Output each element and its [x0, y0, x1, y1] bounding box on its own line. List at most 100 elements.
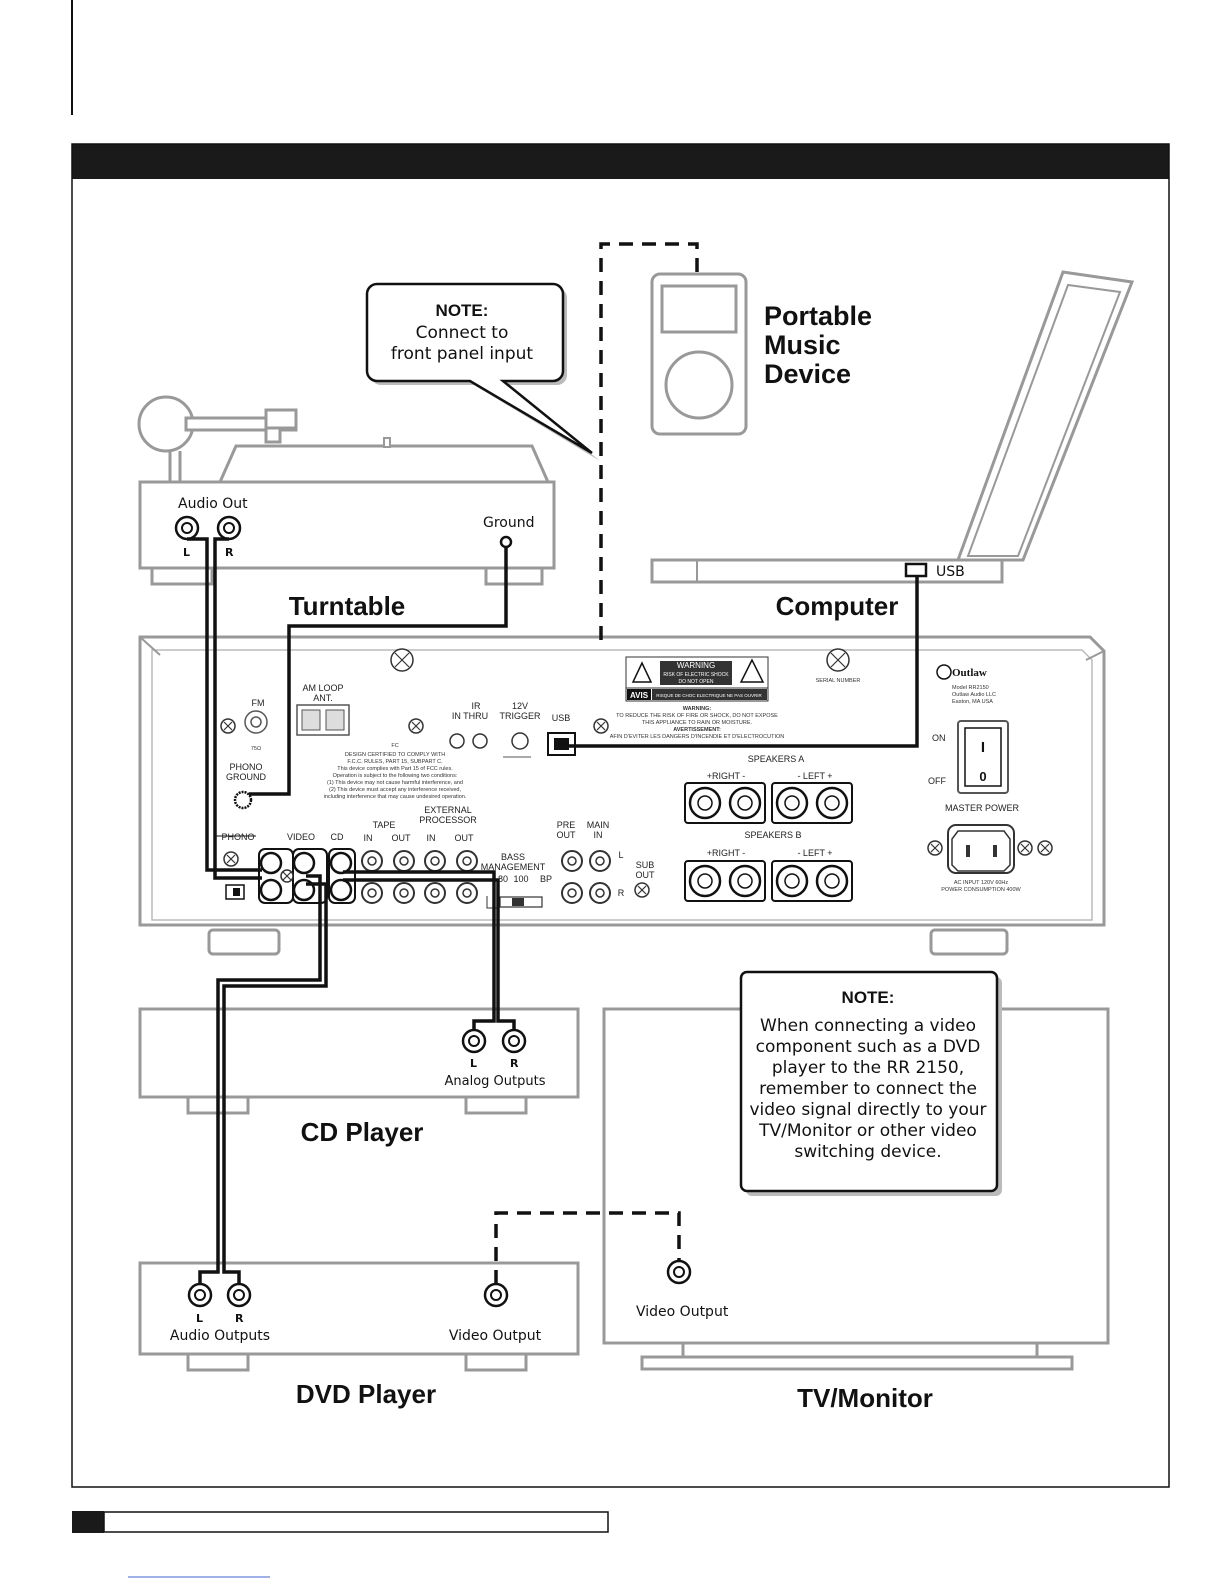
warning-2-title: WARNING: [683, 706, 712, 712]
fm-ohm-label: 75Ω [251, 746, 261, 752]
fcc-line-1: DESIGN CERTIFIED TO COMPLY WITH [345, 752, 445, 758]
note-bottom-line-5: video signal directly to your [749, 1100, 986, 1120]
usb-port-label: USB [552, 713, 571, 723]
main-in-label-1: MAIN [587, 820, 610, 830]
model-line-2: Outlaw Audio LLC [952, 692, 996, 698]
pre-out-label-2: OUT [557, 830, 577, 840]
note-callout-video [739, 970, 1002, 1196]
note-bottom-line-1: When connecting a video [760, 1016, 976, 1036]
footer-block [72, 1511, 104, 1533]
note-callout-front-panel [365, 282, 600, 461]
diagram-frame [71, 143, 1170, 1488]
note-bottom-line-6: TV/Monitor or other video [758, 1121, 977, 1141]
avertissement-line: AFIN D'EVITER LES DANGERS D'INCENDIE ET … [610, 734, 785, 740]
speakers-a-left-label: - LEFT + [797, 771, 832, 781]
warning-line-2: THIS APPLIANCE TO RAIN OR MOISTURE. [642, 720, 753, 726]
power-off-label: OFF [928, 776, 946, 786]
avis-text: RISQUE DE CHOC ELECTRIQUE NE PAS OUVRIR [656, 693, 762, 698]
trigger-label-1: 12V [512, 701, 528, 711]
ground-label: Ground [483, 515, 535, 531]
header-bar [72, 144, 1169, 179]
note-bottom-line-7: switching device. [794, 1142, 941, 1162]
fcc-line-4: Operation is subject to the following tw… [333, 773, 458, 779]
ac-input-label-1: AC INPUT 120V 60Hz [954, 880, 1009, 886]
model-line-3: Easton, MA USA [952, 699, 993, 705]
main-in-label-2: IN [594, 830, 603, 840]
computer-usb-label: USB [936, 564, 965, 580]
ir-label-2: IN THRU [452, 711, 488, 721]
am-loop-label-2: ANT. [313, 693, 333, 703]
channel-l-label: L [618, 850, 623, 860]
serial-number-label: SERIAL NUMBER [816, 678, 861, 684]
cd-input-label: CD [331, 832, 344, 842]
note-bottom-line-2: component such as a DVD [756, 1037, 981, 1057]
ext-processor-label-2: PROCESSOR [419, 815, 477, 825]
computer-laptop [650, 270, 1135, 584]
cd-audio-cable [343, 870, 496, 1030]
dvd-audio-cable [198, 874, 322, 1284]
speakers-b-label: SPEAKERS B [744, 830, 801, 840]
avertissement-title: AVERTISSEMENT: [673, 727, 721, 733]
am-loop-label-1: AM LOOP [302, 683, 343, 693]
turntable-label: Turntable [289, 591, 406, 621]
bass-100-label: 100 [513, 874, 528, 884]
note-bottom-title: NOTE: [842, 988, 895, 1007]
usb-port-icon [904, 562, 928, 578]
portable-label-3: Device [764, 359, 851, 389]
note-top-title: NOTE: [436, 301, 489, 320]
ac-input-label-2: POWER CONSUMPTION 400W [941, 887, 1021, 893]
phono-input-label: PHONO [221, 832, 254, 842]
tt-r-label: R [225, 546, 234, 559]
tape-out-label: OUT [392, 833, 412, 843]
model-line-1: Model RR2150 [952, 685, 989, 691]
bass-80-label: 80 [498, 874, 508, 884]
warning-do-not-open: DO NOT OPEN [679, 679, 714, 685]
dvd-r-label: R [235, 1312, 244, 1325]
tv-video-output-label: Video Output [636, 1304, 729, 1320]
master-power-label: MASTER POWER [945, 803, 1020, 813]
speakers-b-left-label: - LEFT + [797, 848, 832, 858]
sub-out-label-1: SUB [636, 860, 655, 870]
switch-on-mark: I [981, 739, 985, 756]
cd-l-label: L [470, 1057, 477, 1070]
cables [187, 242, 919, 1284]
channel-r-label: R [618, 888, 625, 898]
fcc-line-5: (1) This device may not cause harmful in… [327, 780, 463, 786]
turntable-audio-cable [187, 537, 262, 872]
ext-processor-label-1: EXTERNAL [424, 805, 472, 815]
warning-shock-text: RISK OF ELECTRIC SHOCK [663, 672, 729, 678]
fcc-line-2: F.C.C. RULES, PART 15, SUBPART C. [347, 759, 443, 765]
fcc-line-7: including interference that may cause un… [324, 794, 467, 800]
portable-music-device [650, 272, 748, 436]
dvd-video-output-label: Video Output [449, 1328, 542, 1344]
avis-label: AVIS [630, 691, 649, 700]
analog-outputs-label: Analog Outputs [445, 1074, 546, 1089]
trigger-label-2: TRIGGER [499, 711, 541, 721]
warning-line-1: TO REDUCE THE RISK OF FIRE OR SHOCK, DO … [616, 713, 778, 719]
power-on-label: ON [932, 733, 946, 743]
ground-wire [249, 547, 508, 796]
bass-label-2: MANAGEMENT [481, 862, 546, 872]
tt-l-label: L [183, 546, 190, 559]
portable-dashed-cable [599, 242, 699, 640]
speakers-a-right-label: +RIGHT - [707, 771, 746, 781]
warning-label-title: WARNING [677, 661, 715, 670]
cd-player-label: CD Player [301, 1117, 424, 1147]
fcc-logo-icon: FC [391, 743, 398, 749]
tt-ground-post-icon [499, 535, 513, 549]
dvd-player-label: DVD Player [296, 1379, 436, 1409]
tv-monitor-label: TV/Monitor [797, 1383, 933, 1413]
fcc-line-6: (2) This device must accept any interfer… [329, 787, 461, 793]
dvd-l-label: L [196, 1312, 203, 1325]
video-input-label: VIDEO [287, 832, 315, 842]
note-bottom-line-4: remember to connect the [759, 1079, 977, 1099]
switch-off-mark: 0 [979, 769, 986, 784]
note-top-line-1: Connect to [416, 323, 509, 343]
ext-out-label: OUT [455, 833, 475, 843]
portable-label-2: Music [764, 330, 841, 360]
bass-label-1: BASS [501, 852, 525, 862]
ir-label-1: IR [472, 701, 482, 711]
phono-ground-label-1: PHONO [229, 762, 262, 772]
tape-label: TAPE [373, 820, 396, 830]
